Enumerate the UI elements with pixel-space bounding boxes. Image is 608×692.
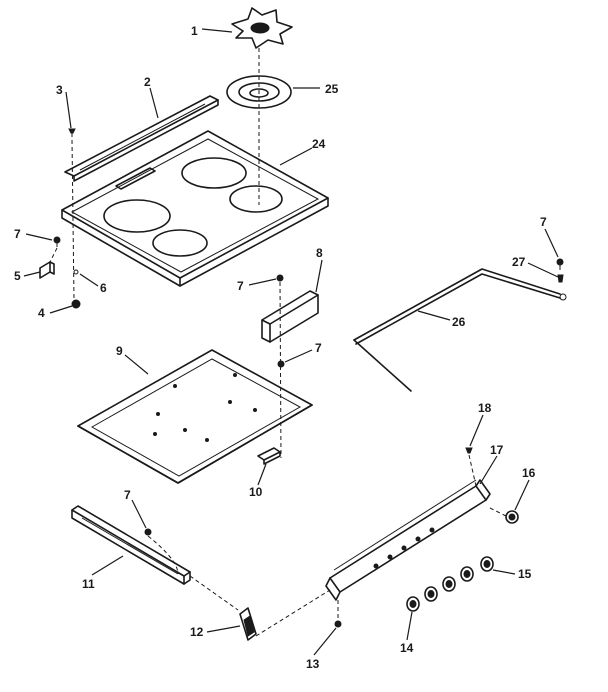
part-24-cooktop: [61, 130, 329, 287]
label-18: 18: [478, 401, 492, 415]
part-13-screw: [334, 600, 342, 628]
part-9-tray: [77, 349, 313, 484]
label-25: 25: [325, 82, 339, 96]
part-17-control-panel: [325, 479, 491, 601]
part-7-screw-center: [277, 360, 285, 368]
part-1-burner-cap: [231, 7, 293, 49]
part-27-clip: [557, 274, 564, 283]
label-14: 14: [400, 641, 414, 655]
part-6-spacer: [73, 269, 79, 275]
part-7-screw-left: [53, 236, 61, 247]
part-7-screw-right: [556, 258, 564, 270]
label-7-left: 7: [14, 227, 21, 241]
label-4: 4: [38, 306, 45, 320]
part-10-bracket: [257, 447, 281, 465]
part-14-15-knobs: [406, 556, 494, 612]
label-11: 11: [82, 577, 95, 591]
label-3: 3: [56, 83, 63, 97]
label-1: 1: [191, 24, 198, 38]
label-9: 9: [116, 344, 123, 358]
part-8-bracket: [261, 290, 319, 343]
label-7-center: 7: [315, 341, 322, 355]
label-2: 2: [144, 75, 151, 89]
label-16: 16: [522, 466, 536, 480]
label-26: 26: [452, 315, 466, 329]
label-17: 17: [490, 443, 504, 457]
part-18-screw: [465, 447, 477, 487]
part-3-screw: [68, 128, 76, 137]
label-7-center-top: 7: [237, 279, 244, 293]
label-6: 6: [100, 281, 107, 295]
leader-lines: [23, 28, 559, 656]
label-7-right: 7: [540, 215, 547, 229]
label-27: 27: [512, 255, 526, 269]
part-2-trim-strip: [64, 95, 219, 182]
label-24: 24: [312, 137, 326, 151]
part-12-bracket: [239, 607, 257, 641]
part-11-trim: [71, 505, 191, 585]
label-12: 12: [190, 625, 204, 639]
label-13: 13: [306, 657, 320, 671]
part-7-screw-center-top: [276, 274, 284, 282]
label-5: 5: [14, 269, 21, 283]
label-10: 10: [249, 485, 263, 499]
part-26-rod: [353, 268, 567, 392]
part-16-knob: [489, 507, 519, 524]
part-4-nut: [71, 299, 81, 309]
label-7-lower-left: 7: [124, 488, 131, 502]
label-15: 15: [518, 567, 532, 581]
label-8: 8: [316, 246, 323, 260]
part-7-screw-lower-left: [144, 528, 152, 536]
part-5-clip: [39, 261, 55, 279]
